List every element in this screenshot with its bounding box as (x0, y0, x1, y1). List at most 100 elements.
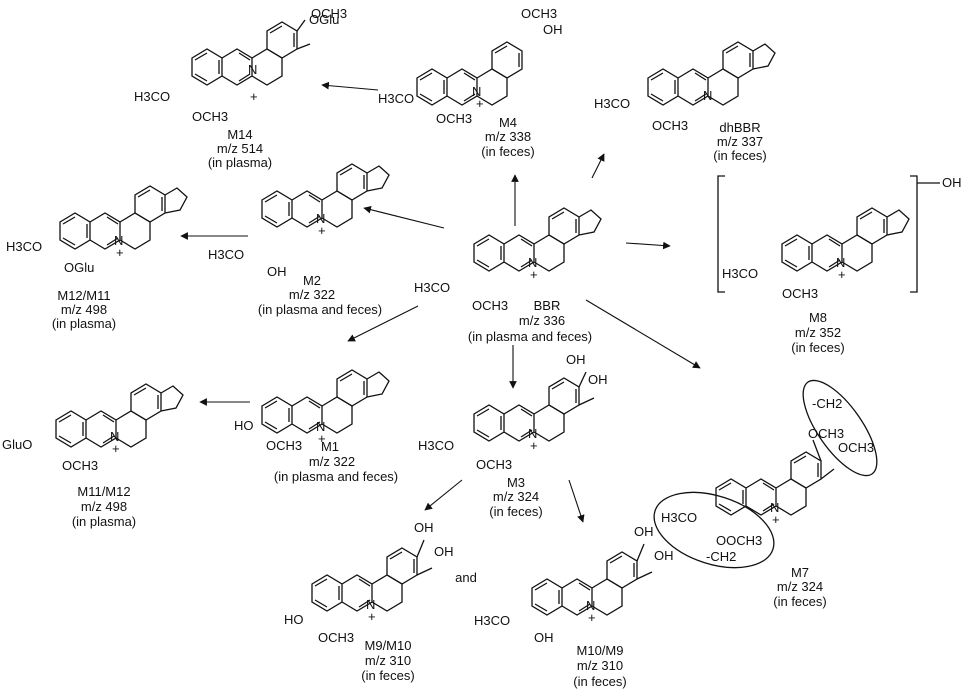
structure-m2: N + H3CO OH M2 m/z 322 (in plasma and fe… (208, 163, 390, 317)
reaction-arrows (180, 81, 701, 523)
m10-n: N (586, 598, 595, 613)
m12-oglu: OGlu (64, 260, 94, 275)
m4-oh: OH (543, 22, 563, 37)
m1-name: M1 (321, 439, 339, 454)
m9-n: N (366, 597, 375, 612)
arrow-bbr-to-m8 (625, 241, 671, 250)
m10-h3co: H3CO (474, 613, 510, 628)
bbr-mz: m/z 336 (519, 313, 565, 328)
m14-mz: m/z 514 (217, 141, 263, 156)
m8-where: (in feces) (791, 340, 844, 355)
m7-ellipse-bottom (653, 491, 775, 569)
m1-och3: OCH3 (266, 438, 302, 453)
m14-n: N (248, 62, 257, 77)
m7-och3-right: OCH3 (838, 440, 874, 455)
m9-mz: m/z 310 (365, 653, 411, 668)
m4-och3: OCH3 (521, 6, 557, 21)
arrow-m4-to-m14 (321, 81, 379, 91)
m1-mz: m/z 322 (309, 454, 355, 469)
structure-m3: OH OH N + H3CO OCH3 M3 m/z 324 (in feces… (418, 352, 608, 519)
m11-n: N (110, 429, 119, 444)
m7-h3co: H3CO (661, 510, 697, 525)
m4-h3co: H3CO (378, 91, 414, 106)
m8-name: M8 (809, 310, 827, 325)
m2-mz: m/z 322 (289, 287, 335, 302)
bbr-h3co: H3CO (414, 280, 450, 295)
m8-oh: OH (942, 175, 962, 190)
arrow-bbr-to-dhbbr (591, 153, 605, 179)
m3-plus: + (530, 438, 538, 453)
structure-m8: OH N + H3CO OCH3 M8 m/z 352 (in feces) (717, 175, 962, 355)
dhbbr-n: N (703, 88, 712, 103)
dhbbr-mz: m/z 337 (717, 134, 763, 149)
m11-och3: OCH3 (62, 458, 98, 473)
m11-where: (in plasma) (72, 514, 136, 529)
arrow-m3-to-m9 (424, 479, 463, 511)
m8-h3co: H3CO (722, 266, 758, 281)
m14-plus: + (250, 89, 258, 104)
m7-ellipse-top (802, 379, 878, 477)
m12-mz: m/z 498 (61, 302, 107, 317)
m3-oh-2: OH (588, 372, 608, 387)
arrow-m3-to-m10 (568, 479, 585, 523)
m2-where: (in plasma and feces) (258, 302, 382, 317)
m2-h3co: H3CO (208, 247, 244, 262)
m7-plus: + (772, 512, 780, 527)
m10-oh-1: OH (634, 524, 654, 539)
dhbbr-name: dhBBR (719, 120, 760, 135)
m14-name: M14 (227, 127, 252, 142)
m7-ch2-top: -CH2 (812, 396, 842, 411)
m4-plus: + (476, 96, 484, 111)
and-connector: and (455, 570, 477, 585)
m1-where: (in plasma and feces) (274, 469, 398, 484)
m3-h3co: H3CO (418, 438, 454, 453)
m11-mz: m/z 498 (81, 499, 127, 514)
structure-m1: N + HO OCH3 M1 m/z 322 (in plasma and fe… (234, 369, 398, 484)
m3-och3: OCH3 (476, 457, 512, 472)
bbr-name: BBR (534, 298, 561, 313)
bbr-n: N (528, 255, 537, 270)
m10-plus: + (588, 610, 596, 625)
m14-where: (in plasma) (208, 155, 272, 170)
m4-where: (in feces) (481, 144, 534, 159)
m7-ch2-bottom: -CH2 (706, 549, 736, 564)
m14-h3co: H3CO (134, 89, 170, 104)
dhbbr-h3co: H3CO (594, 96, 630, 111)
m3-where: (in feces) (489, 504, 542, 519)
dhbbr-och3: OCH3 (652, 118, 688, 133)
m11-gluo: GluO (2, 437, 32, 452)
m12-plus: + (116, 245, 124, 260)
structure-dhbbr: N H3CO OCH3 dhBBR m/z 337 (in feces) (594, 41, 776, 163)
m2-name: M2 (303, 273, 321, 288)
m7-n: N (770, 500, 779, 515)
m12-name: M12/M11 (57, 288, 110, 303)
m9-plus: + (368, 609, 376, 624)
arrow-bbr-to-m1 (347, 305, 419, 342)
m9-where: (in feces) (361, 668, 414, 683)
m10-mz: m/z 310 (577, 658, 623, 673)
bbr-plus: + (530, 267, 538, 282)
structure-m12-m11: N + H3CO OGlu M12/M11 m/z 498 (in plasma… (6, 185, 188, 331)
m14-och3: OCH3 (311, 6, 347, 21)
structure-m7: -CH2 OCH3 OCH3 N + H3CO OOCH3 -CH2 M7 m/… (653, 379, 878, 609)
m4-name: M4 (499, 115, 517, 130)
m3-oh-1: OH (566, 352, 586, 367)
m10-where: (in feces) (573, 674, 626, 689)
m4-mz: m/z 338 (485, 129, 531, 144)
bbr-where: (in plasma and feces) (468, 329, 592, 344)
m8-plus: + (838, 267, 846, 282)
m12-n: N (114, 233, 123, 248)
m14-oglu: OGlu (309, 12, 339, 27)
m2-oh: OH (267, 264, 287, 279)
m3-n: N (528, 426, 537, 441)
m10-name: M10/M9 (577, 643, 624, 658)
m4-och3-2: OCH3 (436, 111, 472, 126)
m8-mz: m/z 352 (795, 325, 841, 340)
m7-och3-top: OCH3 (808, 426, 844, 441)
m11-name: M11/M12 (77, 484, 130, 499)
m9-oh-1: OH (414, 520, 434, 535)
m10-oh-2: OH (654, 548, 674, 563)
structure-m4: OCH3 OH N + H3CO OCH3 M4 m/z 338 (in fec… (378, 6, 563, 159)
